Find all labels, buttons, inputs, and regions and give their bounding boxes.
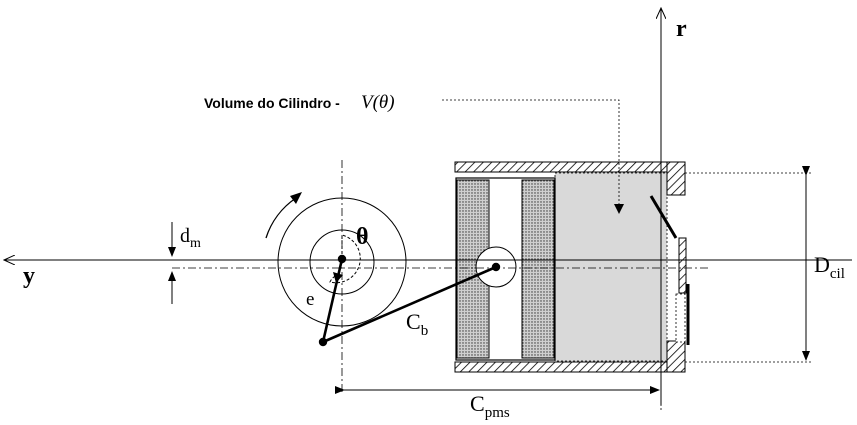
volume-symbol-label: V(θ)	[361, 92, 395, 113]
theta-arc-arrowhead	[333, 272, 343, 283]
cpms-label-base: C	[470, 391, 485, 416]
volume-leader-arrowhead	[614, 204, 624, 214]
cpms-label-sub: pms	[485, 405, 510, 421]
dcil-label-base: D	[814, 252, 830, 277]
dcil-label-sub: cil	[830, 266, 845, 282]
cpms-label: Cpms	[470, 391, 510, 421]
crank-pin-joint	[318, 337, 328, 347]
cb-label-sub: b	[421, 323, 429, 339]
connecting-rod	[322, 265, 497, 344]
piston-dotted-right	[521, 179, 555, 359]
crank-arm	[321, 258, 344, 343]
cylinder-head-top	[666, 161, 686, 196]
dm-label-sub: m	[190, 236, 201, 251]
r-axis-label: r	[676, 16, 687, 42]
exhaust-port	[675, 293, 686, 343]
dm-label-base: d	[180, 225, 190, 247]
dm-label: dm	[180, 225, 201, 251]
rotation-arrowhead	[290, 192, 302, 204]
intake-valve	[649, 195, 678, 239]
volume-title-label: Volume do Cilindro -	[204, 95, 340, 111]
cb-label-base: C	[406, 309, 421, 334]
dcil-label: Dcil	[814, 252, 845, 282]
cylinder-wall-top	[454, 161, 668, 173]
e-label: e	[306, 289, 314, 310]
theta-label: θ	[356, 224, 369, 250]
cb-label: Cb	[406, 309, 428, 339]
cylinder-wall-bottom	[454, 361, 668, 373]
volume-leader-line	[442, 99, 620, 210]
rotation-direction-arrow	[265, 197, 297, 239]
cylinder-head-bottom	[666, 340, 686, 373]
theta-angle-arc	[329, 234, 361, 284]
cylinder-volume-region	[555, 173, 667, 361]
cylinder-head-middle	[678, 237, 687, 294]
y-axis-label: y	[23, 263, 35, 289]
piston-pin-joint	[491, 262, 501, 272]
